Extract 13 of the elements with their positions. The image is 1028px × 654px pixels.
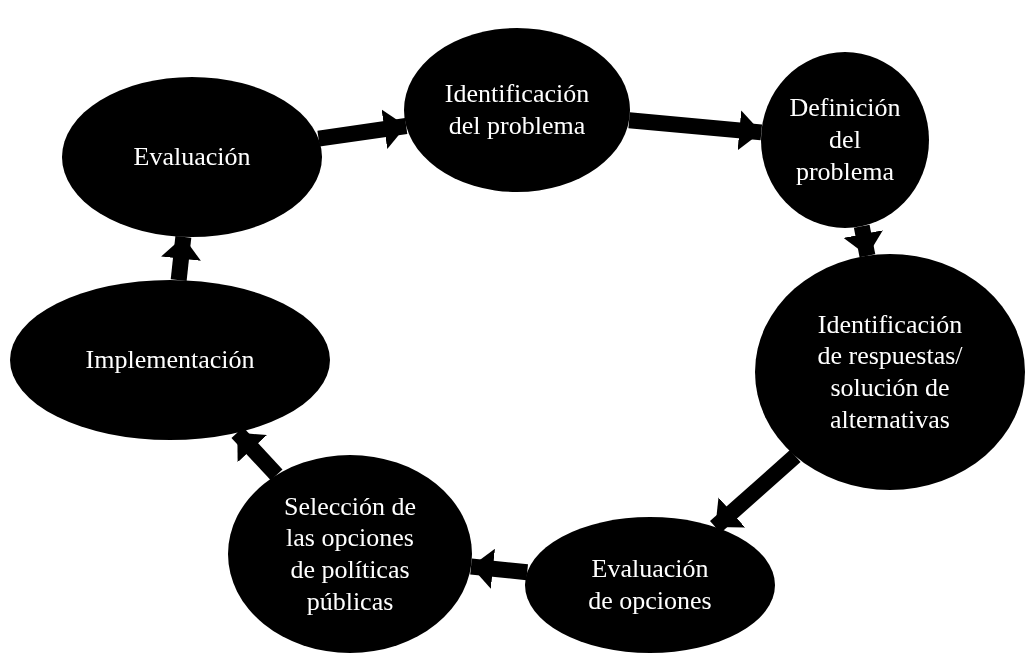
step-label: Implementación: [85, 344, 255, 376]
arrow: [161, 235, 201, 281]
arrow: [470, 548, 529, 589]
arrow: [710, 450, 801, 533]
arrow: [843, 224, 883, 258]
step-label: Identificación de respuestas/ solución de alternativas: [816, 308, 964, 436]
step-label: Identificación del problema: [443, 78, 591, 142]
arrow: [317, 109, 408, 149]
step-label: Evaluación de opciones: [587, 553, 713, 617]
arrow: [628, 110, 763, 151]
step-label: Selección de las opciones de políticas públicas: [282, 490, 418, 618]
step-label: Evaluación: [133, 141, 251, 173]
step-label: Definición del problema: [788, 92, 902, 188]
